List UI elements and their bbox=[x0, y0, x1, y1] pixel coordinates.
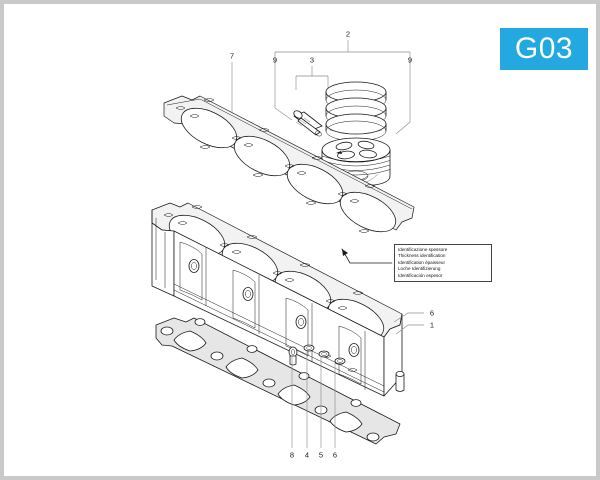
parts-diagram-canvas: .ln{fill:none;stroke:#1b1b1b;stroke-widt… bbox=[151, 40, 424, 448]
base-gasket bbox=[155, 317, 401, 445]
callout-3: 3 bbox=[309, 55, 315, 65]
callout-8: 8 bbox=[289, 450, 295, 460]
callout-9-left: 9 bbox=[272, 55, 278, 65]
dowels-and-orings bbox=[288, 344, 405, 392]
callout-6-right: 6 bbox=[429, 308, 435, 318]
note-line-it: Identificazione spessore bbox=[398, 247, 448, 252]
piston-rings bbox=[325, 81, 387, 142]
note-leader bbox=[341, 248, 393, 264]
leader-lines-bottom bbox=[291, 312, 424, 448]
gudgeon-pin bbox=[293, 110, 323, 137]
callout-9-right: 9 bbox=[407, 55, 413, 65]
callout-7: 7 bbox=[229, 51, 235, 61]
callout-4: 4 bbox=[304, 450, 310, 460]
figure-code-badge: G03 bbox=[500, 28, 588, 70]
callout-2: 2 bbox=[345, 29, 351, 39]
note-line-es: Identificación espesor bbox=[398, 272, 443, 278]
note-line-de: Loche Identifizierung bbox=[398, 266, 441, 272]
callout-6-bottom: 6 bbox=[332, 450, 338, 460]
thickness-identification-note: Identificazione spessore Thickness ident… bbox=[394, 244, 492, 282]
callout-5: 5 bbox=[318, 450, 324, 460]
cylinder-block-body bbox=[151, 209, 403, 397]
head-gasket bbox=[163, 95, 415, 233]
note-line-fr: Identification épaisseur bbox=[398, 259, 445, 265]
callout-1: 1 bbox=[429, 320, 435, 330]
leader-lines-top bbox=[231, 40, 411, 135]
note-line-en: Thickness identification bbox=[398, 253, 446, 259]
